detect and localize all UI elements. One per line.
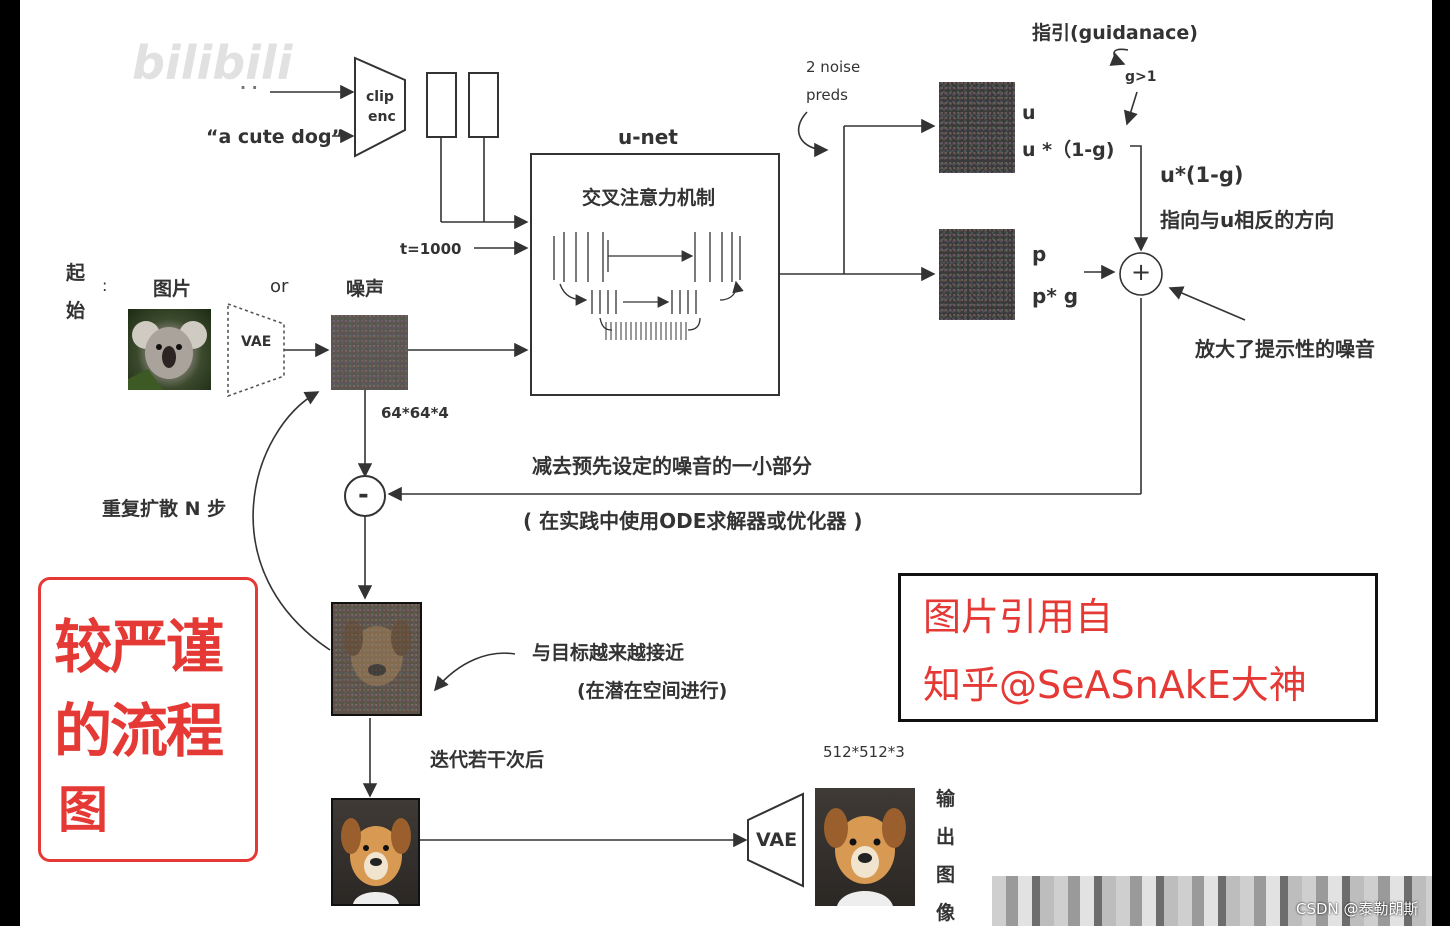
text-embedding-bar-1 [426, 72, 457, 138]
start-vae-label: VAE [241, 334, 272, 350]
minus-symbol: - [358, 480, 369, 510]
or-label: or [270, 276, 289, 297]
citation-box [898, 573, 1378, 722]
output-char-4: 像 [936, 902, 956, 924]
clip-label-1: clip [366, 89, 394, 105]
arrow-preds-pointer [797, 111, 829, 158]
diagram-canvas: e bilibili · · “a cute dog” clip enc u-n… [20, 0, 1432, 926]
clip-encoder-shape [354, 56, 406, 158]
output-char-3: 图 [936, 864, 956, 886]
guidance-formula: u*(1-g) [1160, 163, 1244, 187]
plus-symbol: + [1131, 258, 1152, 286]
u-label: u [1022, 102, 1036, 124]
output-vae-shape [747, 792, 804, 888]
text-embedding-bar-2 [468, 72, 499, 138]
csdn-watermark: CSDN @泰勒朗斯 [1296, 900, 1419, 918]
output-dog-image [815, 788, 915, 906]
citation-line-1: 图片引用自 [923, 595, 1114, 639]
p-times-label: p* g [1032, 284, 1079, 308]
unet-schematic [553, 232, 744, 340]
start-label-1: 起 [66, 262, 86, 284]
arrow-amplify-note [1168, 286, 1246, 321]
koala-image [128, 309, 211, 390]
start-label-2: 始 [66, 300, 86, 322]
solver-note: ( 在实践中使用ODE求解器或优化器 ) [523, 509, 863, 533]
after-iter-label: 迭代若干次后 [430, 749, 545, 771]
prompt-dots: · · [240, 78, 258, 97]
p-label: p [1032, 242, 1047, 266]
output-dog-face-icon [824, 808, 906, 906]
prompt-text: “a cute dog” [206, 126, 345, 148]
image-label: 图片 [153, 278, 192, 300]
koala-face-icon [128, 321, 207, 390]
arrow-g-to-formula [1123, 91, 1138, 126]
guidance-condition: g>1 [1125, 69, 1157, 85]
start-colon: : [102, 276, 108, 295]
subtract-description: 减去预先设定的噪音的一小部分 [532, 454, 812, 478]
repeat-label: 重复扩散 N 步 [102, 498, 227, 520]
guidance-direction-note: 指向与u相反的方向 [1160, 208, 1335, 232]
arrow-closer-pointer [433, 652, 516, 692]
badge-line-1: 较严谨 [54, 613, 224, 681]
unet-inner-title: 交叉注意力机制 [582, 187, 716, 209]
closer-note: 与目标越来越接近 [532, 642, 685, 664]
preds-label-1: 2 noise [806, 58, 861, 76]
red-badge [38, 577, 258, 862]
unet-title: u-net [618, 125, 678, 149]
noise-label: 噪声 [346, 278, 385, 300]
noise-image [331, 315, 408, 390]
latent-dog-image [331, 602, 422, 716]
badge-line-3: 图 [58, 781, 108, 839]
connector-layer [227, 48, 1246, 888]
badge-line-2: 的流程 [54, 697, 224, 765]
u-times-label: u *（1-g) [1022, 139, 1115, 161]
latent-note: (在潜在空间进行) [577, 680, 728, 702]
output-vae-label: VAE [756, 829, 798, 851]
final-latent-dog-image [331, 798, 420, 906]
dog-face-icon [341, 818, 411, 904]
unet-box [530, 153, 780, 396]
arrow-u-to-plus [1130, 145, 1149, 252]
unconditional-noise-image [939, 82, 1015, 173]
bilibili-watermark: bilibili [132, 36, 293, 90]
citation-line-2: 知乎@SeASnAkE大神 [923, 663, 1307, 707]
plus-circle [1119, 252, 1163, 296]
minus-circle [344, 475, 386, 517]
conditional-noise-image [939, 229, 1015, 320]
arrow-guidance-curl [1109, 48, 1129, 66]
clip-label-2: enc [368, 109, 396, 125]
arrow-repeat-loop [252, 391, 331, 651]
timestep-label: t=1000 [400, 240, 462, 258]
latent-dog-icon [343, 620, 411, 686]
guidance-amplify-note: 放大了提示性的噪音 [1195, 337, 1375, 361]
preds-label-2: preds [806, 86, 848, 104]
output-char-2: 出 [936, 826, 956, 848]
latent-size-label: 64*64*4 [381, 404, 449, 422]
pixelated-strip [992, 876, 1432, 926]
output-size-label: 512*512*3 [823, 743, 905, 761]
guidance-title: 指引(guidanace) [1032, 22, 1198, 44]
output-char-1: 输 [936, 788, 956, 810]
start-vae-shape [227, 302, 285, 398]
